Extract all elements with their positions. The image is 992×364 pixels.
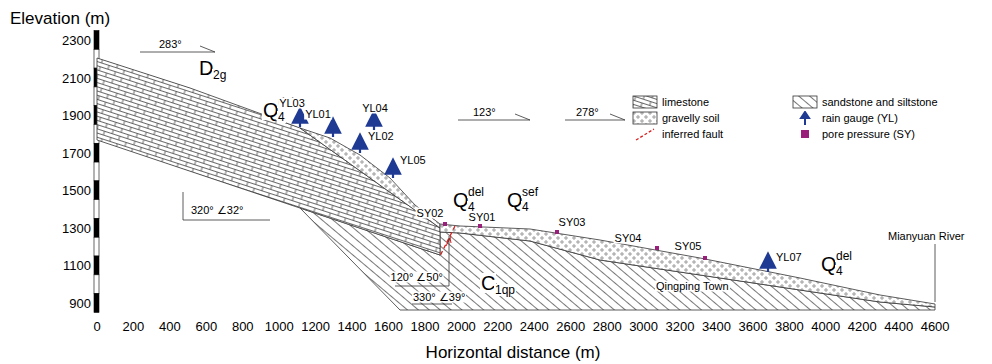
sensor-label: SY05 bbox=[674, 241, 703, 252]
axis-tick-label: 1300 bbox=[62, 221, 91, 234]
axis-tick-label: 1400 bbox=[338, 320, 367, 333]
axis-tick-label: 2200 bbox=[483, 320, 512, 333]
legend-text: rain gauge (YL) bbox=[822, 113, 898, 124]
axis-tick-label: 1000 bbox=[265, 320, 294, 333]
formation-subscript: 4 bbox=[835, 265, 844, 277]
dip-label: 120° ∠50° bbox=[390, 272, 444, 283]
axis-tick-label: 200 bbox=[123, 320, 145, 333]
river-leader bbox=[935, 244, 936, 302]
legend-text: inferred fault bbox=[662, 129, 723, 140]
axis-tick-label: 2000 bbox=[447, 320, 476, 333]
axis-tick-label: 1500 bbox=[62, 184, 91, 197]
sensor-label: SY04 bbox=[614, 233, 643, 244]
legend-sample bbox=[632, 111, 658, 125]
gauge-label: YL03 bbox=[278, 98, 306, 109]
axis-tick-label: 2600 bbox=[556, 320, 585, 333]
axis-tick-label: 3800 bbox=[775, 320, 804, 333]
sensor-label: SY03 bbox=[558, 217, 587, 228]
axis-title: Elevation (m) bbox=[10, 10, 110, 27]
sensor-label: SY02 bbox=[416, 208, 445, 219]
formation-superscript: sef bbox=[521, 186, 539, 198]
axis-tick-label: 2300 bbox=[62, 33, 91, 46]
sensor-label: SY01 bbox=[468, 212, 497, 223]
gauge-label: YL05 bbox=[399, 155, 427, 166]
axis-tick-label: 800 bbox=[232, 320, 254, 333]
scale-bar-segment bbox=[94, 294, 99, 313]
rain-gauges bbox=[300, 115, 768, 272]
scale-bar-segment bbox=[94, 162, 99, 181]
dip-label: 320° ∠32° bbox=[190, 205, 244, 216]
scale-bar-segment bbox=[94, 181, 99, 200]
legend-text: sandstone and siltstone bbox=[822, 97, 938, 108]
axis-tick-label: 2100 bbox=[62, 71, 91, 84]
scale-bar-segment bbox=[94, 218, 99, 237]
axis-tick-label: 1200 bbox=[301, 320, 330, 333]
scale-bar-segment bbox=[94, 237, 99, 256]
gauge-label: YL04 bbox=[361, 103, 389, 114]
legend-text: pore pressure (SY) bbox=[822, 129, 915, 140]
axis-tick-label: 3200 bbox=[666, 320, 695, 333]
place-label: Qingping Town bbox=[655, 281, 730, 292]
pore-pressure-points bbox=[443, 222, 707, 260]
axis-tick-label: 1600 bbox=[374, 320, 403, 333]
axis-tick-label: 4600 bbox=[921, 320, 950, 333]
scale-bar-segment bbox=[94, 275, 99, 294]
axis-tick-label: 3000 bbox=[629, 320, 658, 333]
axis-tick-label: 2400 bbox=[520, 320, 549, 333]
formation-subscript: 4 bbox=[277, 111, 286, 123]
axis-title: Horizontal distance (m) bbox=[426, 344, 601, 361]
axis-tick-label: 3400 bbox=[702, 320, 731, 333]
gauge-label: YL01 bbox=[304, 109, 332, 120]
scale-bar-segment bbox=[94, 31, 99, 50]
axis-tick-label: 4200 bbox=[848, 320, 877, 333]
axis-tick-label: 2800 bbox=[593, 320, 622, 333]
place-label: Mianyuan River bbox=[887, 231, 965, 242]
strike-label: 123° bbox=[472, 107, 497, 118]
gauge-label: YL07 bbox=[775, 252, 803, 263]
strike-label: 278° bbox=[575, 107, 600, 118]
axis-tick-label: 3600 bbox=[738, 320, 767, 333]
legend-text: limestone bbox=[662, 97, 709, 108]
strike-label: 283° bbox=[158, 39, 183, 50]
lower-deposit bbox=[440, 224, 935, 307]
scale-bar-segment bbox=[94, 143, 99, 162]
legend-sample bbox=[792, 95, 818, 109]
legend-swatch bbox=[801, 130, 809, 138]
limestone-unit bbox=[97, 58, 440, 255]
axis-tick-label: 400 bbox=[159, 320, 181, 333]
axis-tick-label: 1100 bbox=[63, 259, 91, 272]
formation-superscript: del bbox=[467, 186, 485, 198]
legend-sample bbox=[792, 111, 818, 125]
axis-tick-label: 4400 bbox=[884, 320, 913, 333]
formation-subscript: 4 bbox=[521, 201, 530, 213]
dip-bracket bbox=[183, 192, 452, 304]
axis-tick-label: 4000 bbox=[811, 320, 840, 333]
axis-tick-label: 0 bbox=[93, 320, 100, 333]
axis-tick-label: 1700 bbox=[62, 146, 91, 159]
legend-sample bbox=[632, 95, 658, 109]
axis-tick-label: 600 bbox=[195, 320, 217, 333]
gauge-label: YL02 bbox=[367, 131, 395, 142]
axis-tick-label: 900 bbox=[69, 297, 91, 310]
inferred-fault bbox=[440, 226, 455, 256]
legend-sample bbox=[632, 127, 658, 141]
formation-subscript: 1qp bbox=[494, 284, 516, 296]
axis-tick-label: 1900 bbox=[62, 109, 91, 122]
scale-bar-segment bbox=[94, 256, 99, 275]
strike-line bbox=[140, 46, 625, 120]
fault-arrows bbox=[446, 236, 451, 246]
legend-text: gravelly soil bbox=[662, 113, 719, 124]
formation-subscript: 2g bbox=[212, 69, 227, 81]
dip-label: 330° ∠39° bbox=[412, 292, 466, 303]
axis-tick-label: 1800 bbox=[410, 320, 439, 333]
scale-bar-segment bbox=[94, 200, 99, 219]
formation-superscript: del bbox=[835, 250, 853, 262]
